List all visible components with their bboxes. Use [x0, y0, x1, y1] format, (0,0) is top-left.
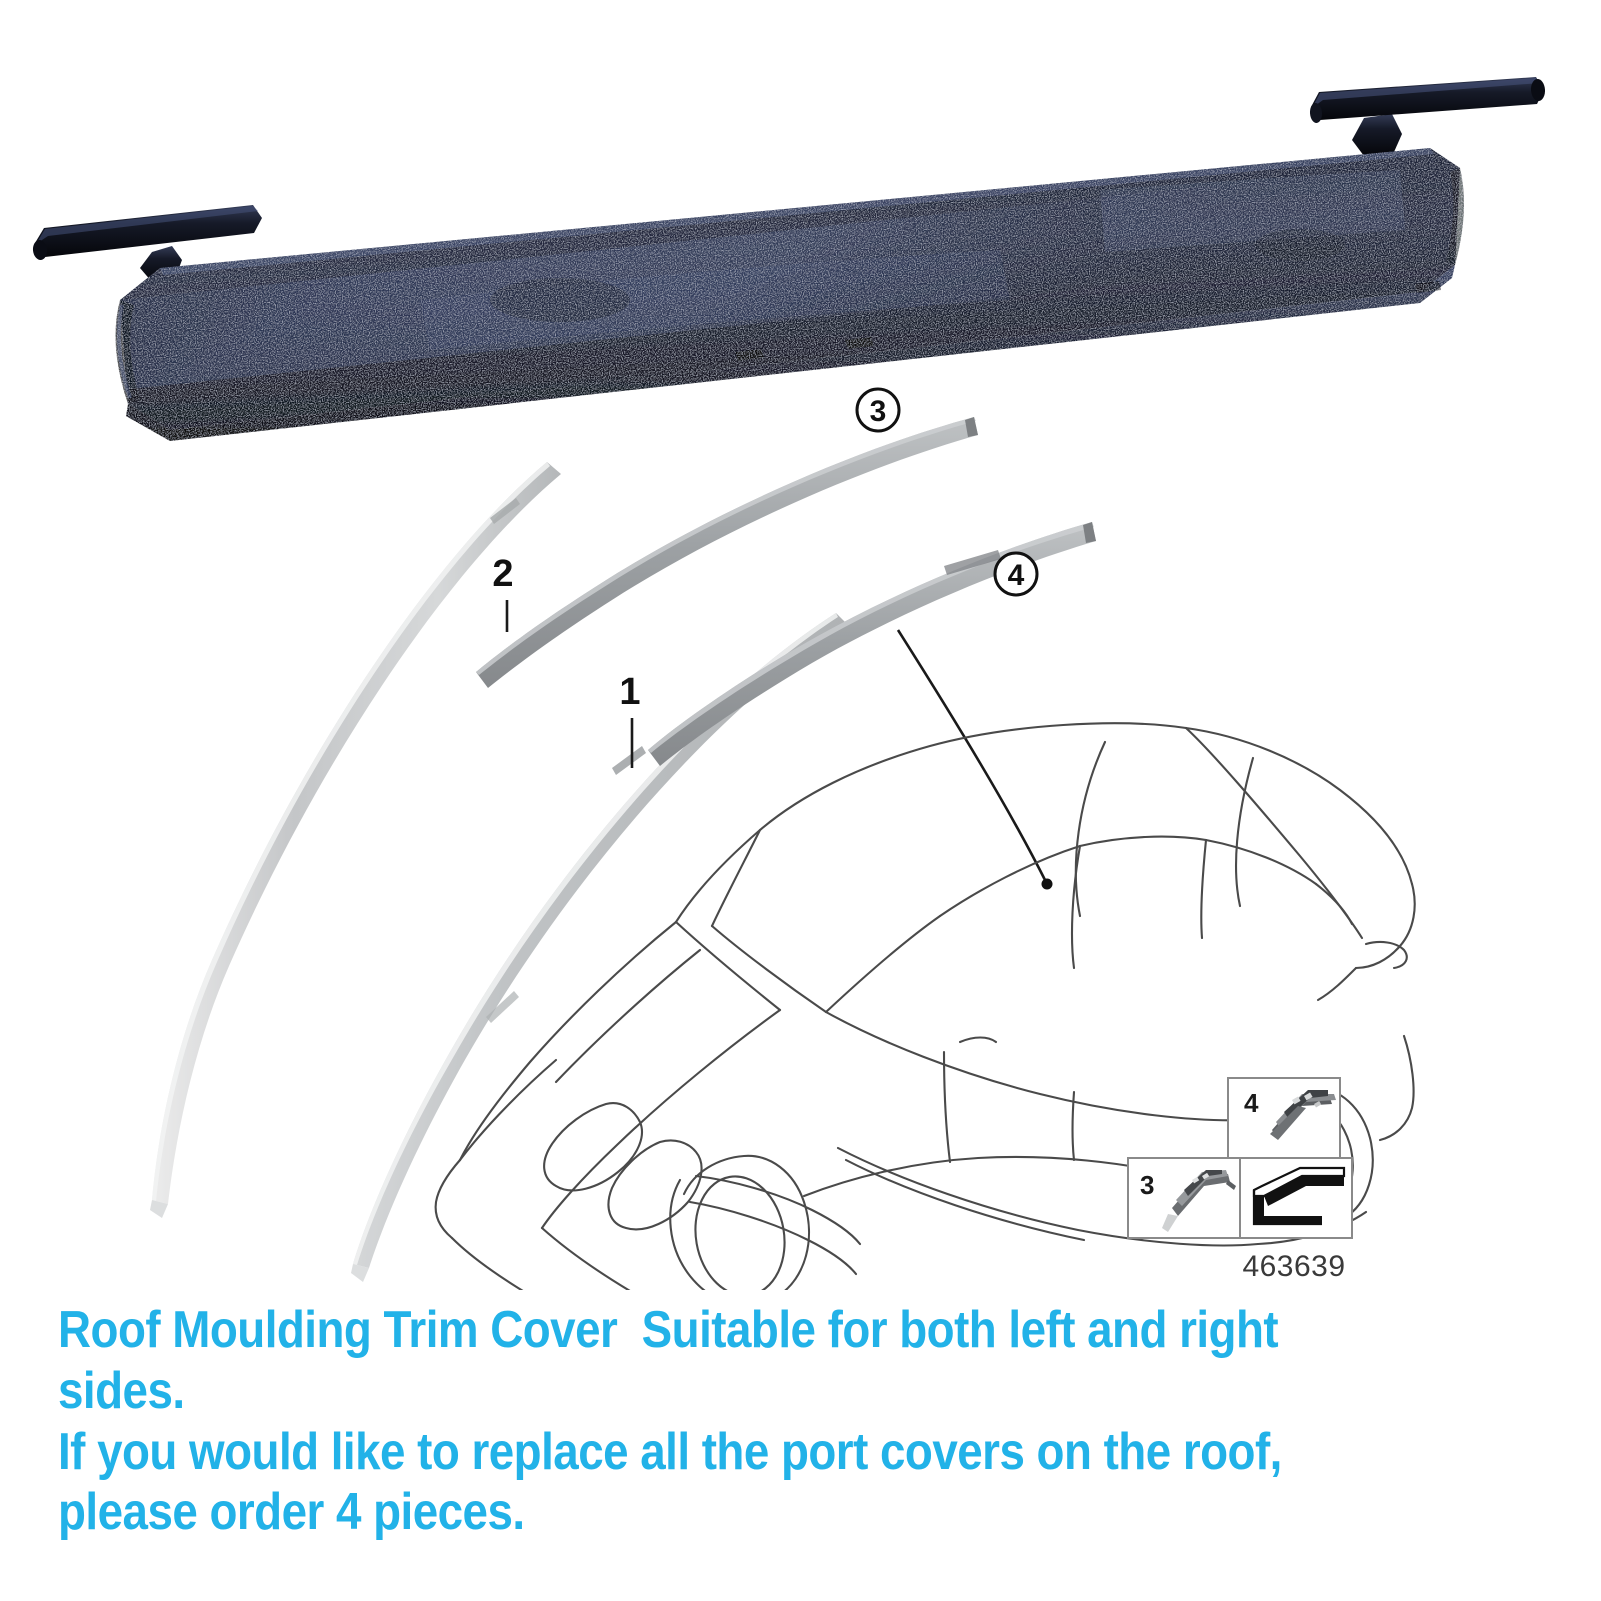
callout-3-circle [855, 387, 901, 433]
product-caption: Roof Moulding Trim Cover Suitable for bo… [58, 1300, 1378, 1543]
trim-clip-icon [1162, 1170, 1236, 1232]
callout-2-label: 2 [492, 553, 513, 595]
caption-line-3: If you would like to replace all the por… [58, 1422, 1282, 1481]
trim-strip-2 [150, 462, 561, 1218]
trim-strip-3 [476, 417, 978, 688]
callout-3: 3 [855, 387, 901, 433]
caption-paragraph-1: Roof Moulding Trim Cover Suitable for bo… [58, 1300, 1378, 1422]
legend-part-number: 463639 [1242, 1250, 1345, 1283]
removal-arrow-icon [1252, 1166, 1346, 1226]
caption-line-1: Roof Moulding Trim Cover Suitable for bo… [58, 1301, 1279, 1359]
legend-box: 4 3 [1127, 1077, 1353, 1283]
legend-panel-3-number: 3 [1140, 1170, 1154, 1200]
clip-bracket-icon [1270, 1090, 1336, 1140]
callout-3-label: 3 [870, 395, 887, 428]
callout-4-label: 4 [1008, 559, 1025, 592]
callout-4-leader [896, 629, 1053, 890]
parts-diagram: 2 1 3 4 [150, 387, 1416, 1290]
legend-panel-4-number: 4 [1244, 1088, 1259, 1118]
callout-2: 2 [492, 553, 514, 632]
callout-1: 1 [619, 671, 641, 768]
car-outline-drawing [434, 722, 1416, 1290]
roof-moulding-trim-cover-photo [32, 77, 1546, 441]
callout-4: 4 [993, 551, 1039, 597]
trim-strip-4 [648, 522, 1096, 766]
right-clip-pin [1309, 77, 1546, 156]
trim-strip-1 [351, 613, 848, 1282]
trim-cover-body [115, 148, 1464, 441]
callout-4-circle [993, 551, 1039, 597]
caption-line-4: please order 4 pieces. [58, 1483, 525, 1542]
callout-1-label: 1 [619, 671, 640, 713]
caption-paragraph-2: If you would like to replace all the por… [58, 1422, 1378, 1544]
left-clip-pin [32, 205, 262, 282]
caption-line-2: sides. [58, 1361, 185, 1420]
